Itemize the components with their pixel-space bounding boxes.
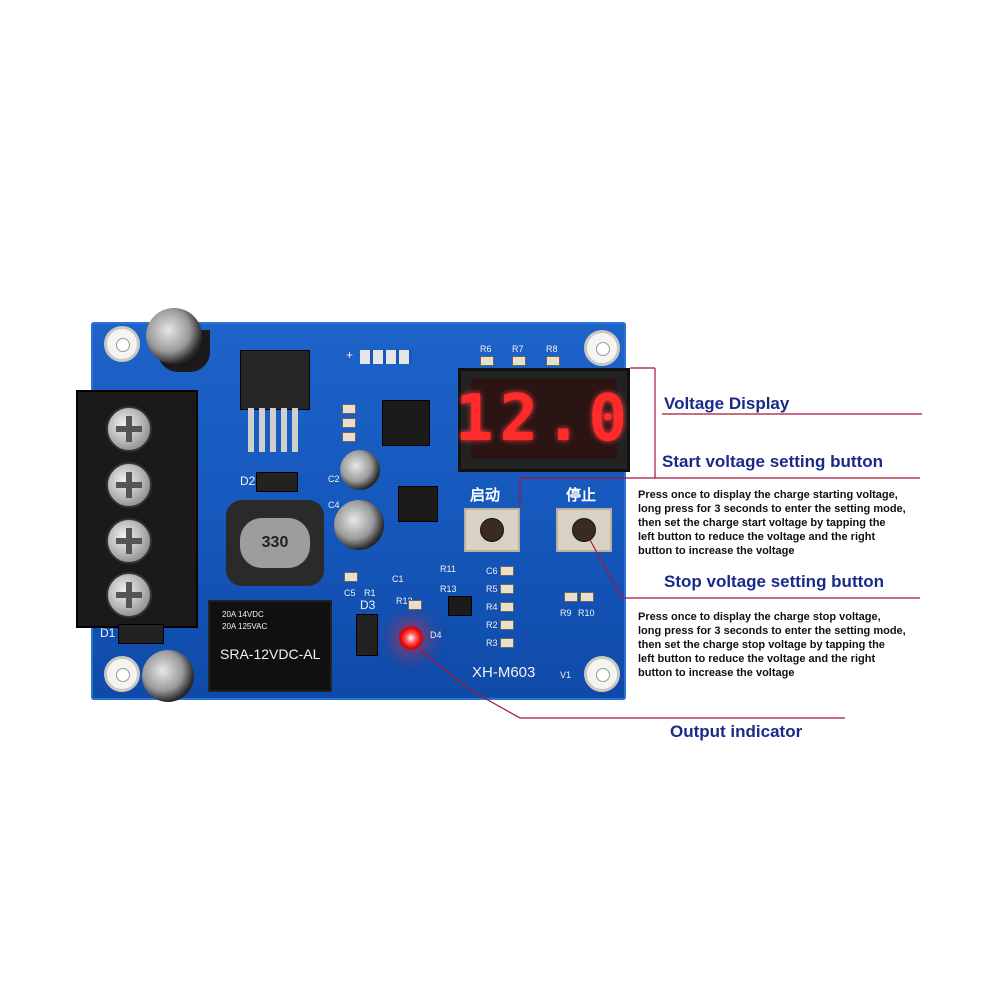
smd-part <box>500 620 514 630</box>
start-button-label: 启动 <box>470 486 501 504</box>
terminal-screw <box>106 518 152 564</box>
start-button-annotation: Start voltage setting button <box>662 452 883 471</box>
silk-c1: C1 <box>392 574 404 584</box>
diode-d1 <box>118 624 164 644</box>
relay-rating-1: 20A 14VDC <box>222 610 264 619</box>
smd-part <box>580 592 594 602</box>
silk-r13: R13 <box>440 584 457 594</box>
silk-r8: R8 <box>546 344 558 354</box>
silk-r7: R7 <box>512 344 524 354</box>
silk-plus: + <box>346 348 354 362</box>
output-indicator-led <box>399 626 423 650</box>
start-button-description: Press once to display the charge startin… <box>638 489 906 557</box>
regulator-pins <box>248 408 300 452</box>
smd-part <box>344 572 358 582</box>
silk-r1: R1 <box>364 588 376 598</box>
silk-r9: R9 <box>560 608 572 618</box>
screw-terminal-block <box>76 390 198 628</box>
start-button[interactable] <box>464 508 520 552</box>
capacitor-bottom-left <box>142 650 194 702</box>
smd-part <box>564 592 578 602</box>
silk-d2: D2 <box>240 474 256 488</box>
inductor: 330 <box>226 500 324 586</box>
voltage-display: 12.0 <box>455 368 630 472</box>
capacitor-c4 <box>334 500 384 550</box>
silk-r12: R12 <box>396 596 413 606</box>
relay-model: SRA-12VDC-AL <box>220 646 321 662</box>
silk-r3: R3 <box>486 638 498 648</box>
silk-c2: C2 <box>328 474 340 484</box>
stop-button-label: 停止 <box>566 486 597 504</box>
output-indicator-label: Output indicator <box>670 722 803 741</box>
silk-d1: D1 <box>100 626 116 640</box>
smd-part <box>342 404 356 414</box>
silk-d4: D4 <box>430 630 442 640</box>
board-model: XH-M603 <box>472 664 536 681</box>
silk-c6: C6 <box>486 566 498 576</box>
relay: 20A 14VDC 20A 125VAC SRA-12VDC-AL <box>208 600 332 692</box>
inductor-label: 330 <box>240 518 310 568</box>
ic-chip <box>382 400 430 446</box>
mounting-hole-bottom-right <box>584 656 620 692</box>
board-version: V1 <box>560 670 572 680</box>
diode-d3 <box>356 614 378 656</box>
smd-part <box>342 432 356 442</box>
terminal-screw <box>106 572 152 618</box>
mounting-hole-bottom-left <box>104 656 140 692</box>
terminal-screw <box>106 462 152 508</box>
start-button-cap[interactable] <box>480 518 504 542</box>
smd-part <box>408 600 422 610</box>
silk-r11: R11 <box>440 564 456 574</box>
smd-part <box>500 584 514 594</box>
stop-button[interactable] <box>556 508 612 552</box>
smd-part <box>342 418 356 428</box>
silk-r5: R5 <box>486 584 498 594</box>
display-digits: 12.0 <box>455 379 627 459</box>
terminal-screw <box>106 406 152 452</box>
mounting-hole-top-right <box>584 330 620 366</box>
regulator-chip <box>240 350 310 410</box>
silk-c5: C5 <box>344 588 356 598</box>
silk-c4: C4 <box>328 500 340 510</box>
capacitor-c2 <box>340 450 380 490</box>
smd-part <box>500 602 514 612</box>
stop-button-description: Press once to display the charge stop vo… <box>638 611 906 679</box>
smd-part <box>500 566 514 576</box>
silk-d3: D3 <box>360 598 376 612</box>
silk-r6: R6 <box>480 344 492 354</box>
smd-resistor <box>546 356 560 366</box>
smd-resistor <box>480 356 494 366</box>
relay-rating-2: 20A 125VAC <box>222 622 268 631</box>
voltage-display-label: Voltage Display <box>664 394 790 413</box>
silk-r10: R10 <box>578 608 595 618</box>
smd-resistor <box>512 356 526 366</box>
header-pins <box>360 350 412 364</box>
smd-part <box>500 638 514 648</box>
silk-r2: R2 <box>486 620 498 630</box>
diode-d2 <box>256 472 298 492</box>
stop-button-cap[interactable] <box>572 518 596 542</box>
stop-button-annotation: Stop voltage setting button <box>664 572 885 591</box>
capacitor-top-left <box>146 308 202 364</box>
transistor <box>398 486 438 522</box>
silk-r4: R4 <box>486 602 498 612</box>
mounting-hole-top-left <box>104 326 140 362</box>
transistor-small <box>448 596 472 616</box>
